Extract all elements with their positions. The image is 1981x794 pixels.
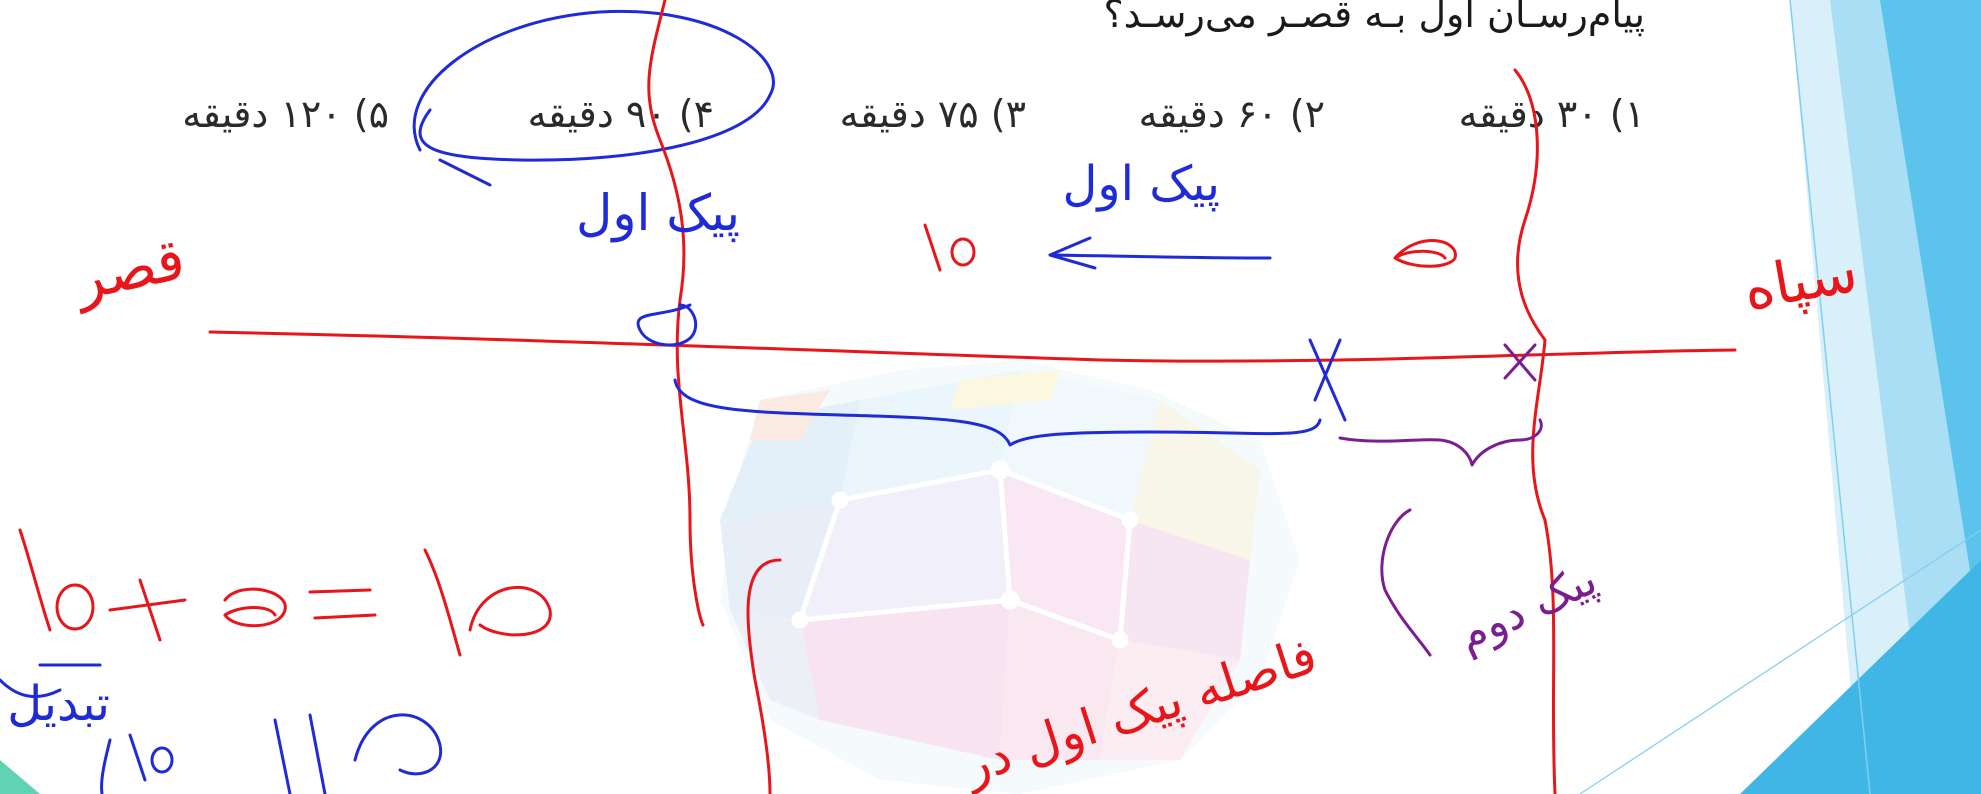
option-4[interactable]: ۴) ۹۰ دقیقه xyxy=(527,92,714,136)
option-3[interactable]: ۳) ۷۵ دقیقه xyxy=(839,92,1026,136)
ink-five xyxy=(1393,239,1457,268)
option-5[interactable]: ۵) ۱۲۰ دقیقه xyxy=(182,92,389,136)
road-line xyxy=(208,330,1737,363)
red-vertical-right xyxy=(1513,68,1557,794)
option-2[interactable]: ۲) ۶۰ دقیقه xyxy=(1138,92,1325,136)
option-1[interactable]: ۱) ۳۰ دقیقه xyxy=(1458,92,1645,136)
question-title: پیام‌رسـان اول بـه قصـر می‌رسـد؟ xyxy=(1103,0,1645,36)
blue-brace xyxy=(673,378,1322,447)
label-army: سپاه xyxy=(1738,237,1862,325)
castle-point xyxy=(636,303,698,347)
purple-brace xyxy=(1338,418,1543,467)
label-bottom-left: تبدیل xyxy=(7,676,110,732)
red-vertical-left xyxy=(647,0,705,627)
label-first-messenger-left: پیک اول xyxy=(576,184,740,243)
answer-circle xyxy=(412,9,775,162)
ink-one xyxy=(1380,508,1432,657)
direction-arrow xyxy=(1048,253,1272,260)
label-second-messenger: پیک دوم xyxy=(1450,554,1605,662)
label-distance: فاصله پیک اول در xyxy=(954,626,1324,794)
label-first-messenger-arrow: پیک اول xyxy=(1063,156,1220,212)
label-castle: قصر xyxy=(66,224,191,315)
